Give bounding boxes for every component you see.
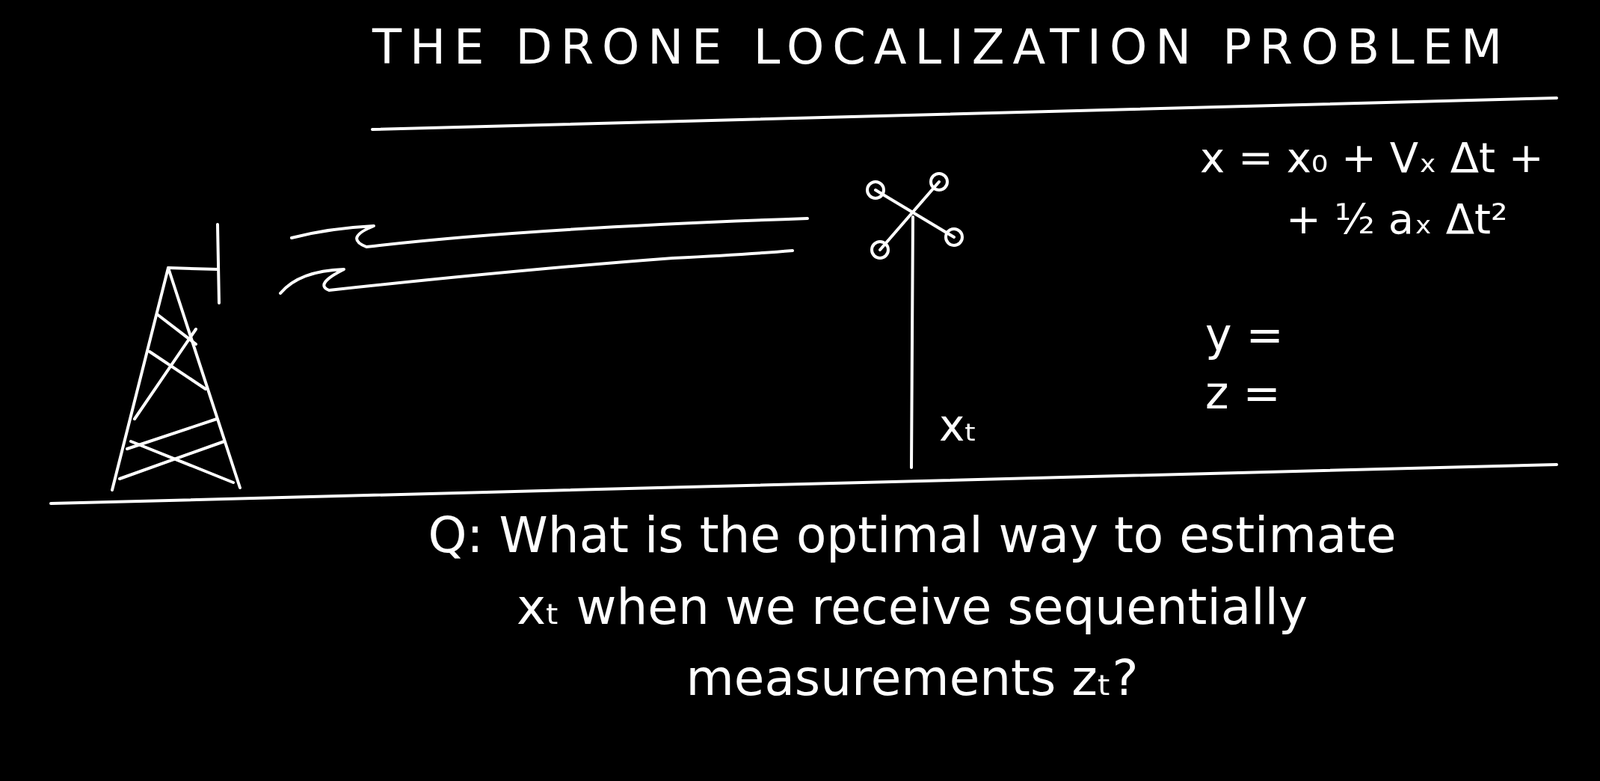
- diagram-title: THE DRONE LOCALIZATION PROBLEM: [372, 19, 1511, 75]
- ground-line: [50, 464, 1557, 504]
- position-label: xₜ: [939, 400, 978, 451]
- equation-x-continued: + ½ aₓ Δt²: [1285, 194, 1509, 243]
- question-text: Q: What is the optimal way to estimate x…: [418, 499, 1406, 715]
- title-underline: [372, 97, 1557, 130]
- equation-y: y =: [1205, 308, 1284, 361]
- equation-z: z =: [1205, 366, 1281, 419]
- radio-signal: [280, 218, 808, 294]
- radio-tower: [112, 224, 240, 490]
- equation-x: x = x₀ + Vₓ Δt +: [1200, 133, 1544, 182]
